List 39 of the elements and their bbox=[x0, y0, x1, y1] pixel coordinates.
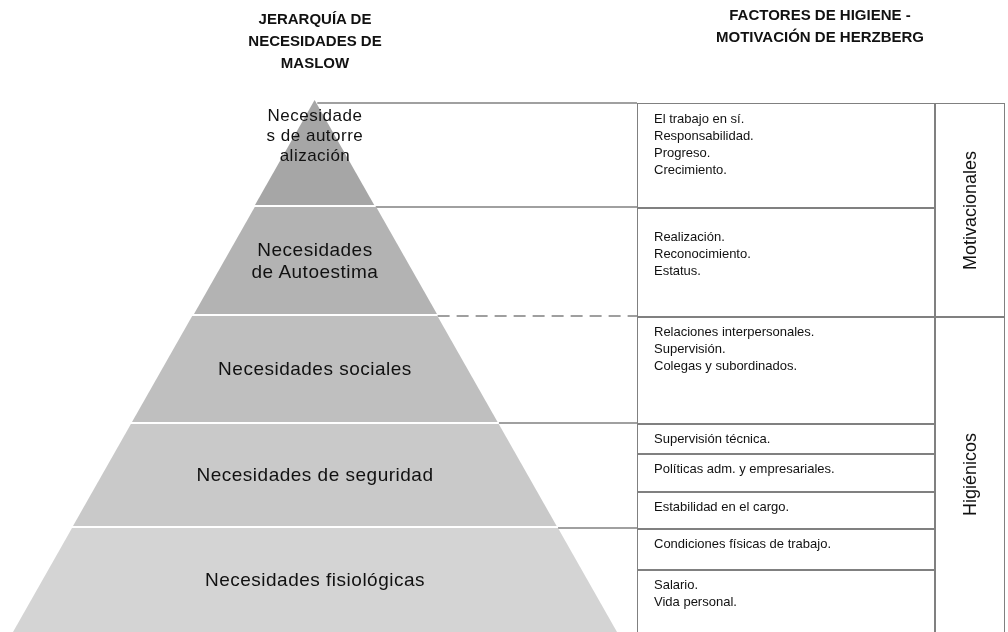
category-label: Motivacionales bbox=[959, 150, 981, 270]
category-cell bbox=[935, 103, 1005, 318]
level-label: Necesidades de Autoestima bbox=[250, 238, 380, 283]
table-cell bbox=[637, 103, 935, 209]
factor-text: Supervisión técnica. bbox=[654, 430, 772, 447]
table-cell bbox=[637, 453, 935, 493]
column-heading: FACTORES DE HIGIENE - MOTIVACIÓN DE HERZBERG bbox=[714, 5, 926, 47]
factor-text: Estabilidad en el cargo. bbox=[654, 498, 791, 515]
factor-text: Responsabilidad. bbox=[654, 127, 755, 144]
column-heading: JERARQUÍA DE NECESIDADES DE MASLOW bbox=[247, 9, 383, 73]
level-label: Necesidades sociales bbox=[217, 358, 413, 380]
factor-text: Supervisión. bbox=[654, 340, 727, 357]
table-cell bbox=[637, 207, 935, 318]
factor-text: El trabajo en sí. bbox=[654, 110, 746, 127]
connector-line bbox=[375, 206, 638, 208]
connector-line bbox=[316, 102, 638, 104]
factor-text: Políticas adm. y empresariales. bbox=[654, 460, 836, 477]
factor-text: Salario. bbox=[654, 576, 700, 593]
factor-text: Crecimiento. bbox=[654, 161, 728, 178]
factor-text: Estatus. bbox=[654, 262, 702, 279]
table-cell bbox=[637, 423, 935, 455]
connector-line bbox=[436, 315, 638, 317]
level-label: Necesidades fisiológicas bbox=[203, 569, 427, 591]
table-cell bbox=[637, 528, 935, 571]
connector-line bbox=[557, 527, 638, 529]
factor-text: Progreso. bbox=[654, 144, 712, 161]
table-cell bbox=[637, 316, 935, 425]
connector-line bbox=[498, 422, 638, 424]
factor-text: Vida personal. bbox=[654, 593, 738, 610]
category-label: Higiénicos bbox=[959, 433, 981, 517]
table-cell bbox=[637, 491, 935, 530]
factor-text: Relaciones interpersonales. bbox=[654, 323, 816, 340]
table-cell bbox=[637, 569, 935, 632]
factor-text: Condiciones físicas de trabajo. bbox=[654, 535, 833, 552]
level-label: Necesidades de seguridad bbox=[195, 464, 435, 486]
category-cell bbox=[935, 316, 1005, 632]
factor-text: Reconocimiento. bbox=[654, 245, 752, 262]
factor-text: Colegas y subordinados. bbox=[654, 357, 799, 374]
factor-text: Realización. bbox=[654, 228, 726, 245]
